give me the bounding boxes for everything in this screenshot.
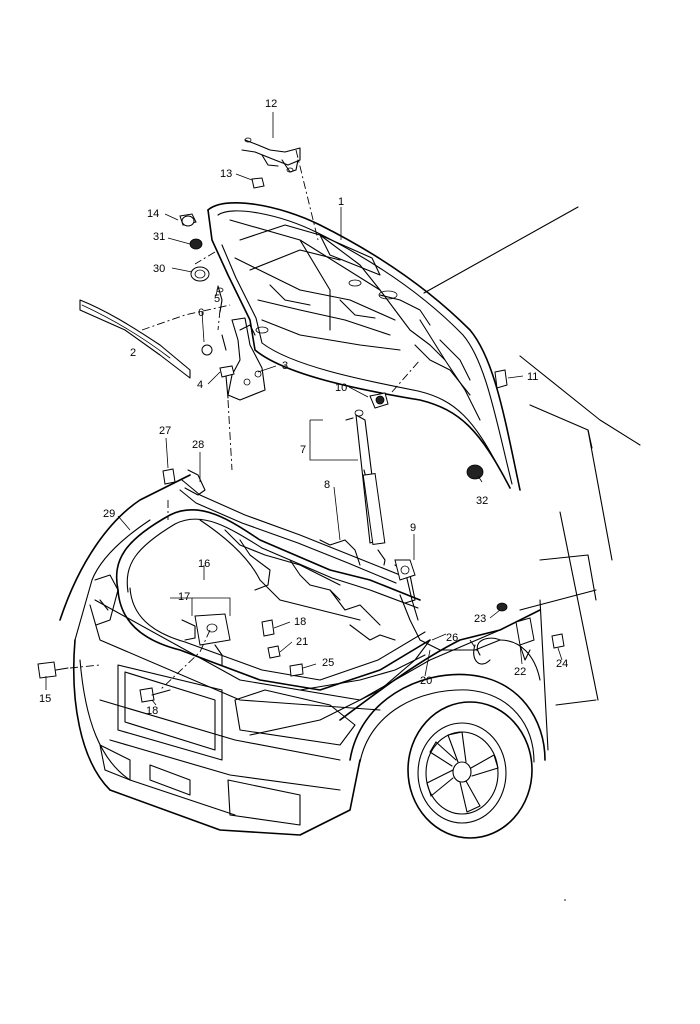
callout-22: 22 — [514, 666, 526, 678]
release-handle — [241, 137, 301, 173]
callout-13: 13 — [220, 168, 232, 180]
callout-32: 32 — [476, 495, 488, 507]
callout-3: 3 — [282, 360, 288, 372]
callout-18-upper: 18 — [294, 616, 306, 628]
callout-30: 30 — [153, 263, 165, 275]
hood-strut — [345, 409, 386, 566]
callout-27: 27 — [159, 425, 171, 437]
callout-1: 1 — [338, 196, 344, 208]
callout-10: 10 — [335, 382, 347, 394]
fasteners — [37, 177, 565, 736]
callout-11: 11 — [527, 371, 538, 383]
callout-labels: 1 2 3 4 5 6 7 8 9 10 11 12 13 14 15 16 1… — [39, 98, 568, 717]
callout-18-lower: 18 — [146, 705, 158, 717]
callout-23: 23 — [474, 613, 486, 625]
callout-2: 2 — [130, 347, 136, 359]
callout-6: 6 — [198, 307, 204, 319]
callout-17: 17 — [178, 591, 190, 603]
callout-31: 31 — [153, 231, 165, 243]
callout-8: 8 — [324, 479, 330, 491]
car-body — [59, 206, 641, 839]
callout-5: 5 — [214, 293, 220, 305]
callout-14: 14 — [147, 208, 159, 220]
callout-21: 21 — [296, 636, 308, 648]
engine-bay — [94, 469, 501, 691]
callout-25: 25 — [322, 657, 334, 669]
callout-9: 9 — [410, 522, 416, 534]
callout-24: 24 — [556, 658, 568, 670]
callout-29: 29 — [103, 508, 115, 520]
callout-16: 16 — [198, 558, 210, 570]
hood-hinge — [227, 317, 266, 401]
stray-dot — [564, 899, 566, 901]
callout-26: 26 — [446, 632, 458, 644]
hood — [207, 201, 521, 491]
callout-28: 28 — [192, 439, 204, 451]
hood-moulding — [79, 299, 191, 379]
callout-7: 7 — [300, 444, 306, 456]
callout-15: 15 — [39, 693, 51, 705]
callout-4: 4 — [197, 379, 203, 391]
callout-12: 12 — [265, 98, 277, 110]
leader-lines — [45, 112, 563, 706]
callout-20: 20 — [420, 675, 432, 687]
